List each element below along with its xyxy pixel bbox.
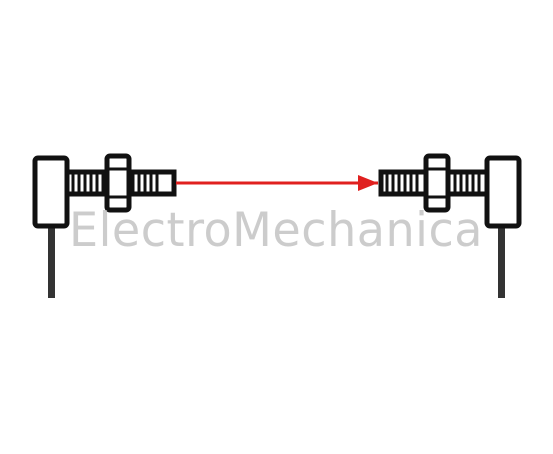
watermark-text: ElectroMechanica: [69, 203, 483, 258]
emitter-cable: [48, 222, 55, 298]
emitter-housing: [32, 155, 70, 229]
receiver-nut: [423, 153, 451, 213]
receiver-housing: [484, 155, 522, 229]
emitter-nut: [104, 153, 132, 213]
emitter-thread: [64, 169, 177, 197]
emitter-sensor: [32, 153, 177, 298]
receiver-cable: [498, 222, 505, 298]
receiver-sensor: [378, 153, 522, 298]
